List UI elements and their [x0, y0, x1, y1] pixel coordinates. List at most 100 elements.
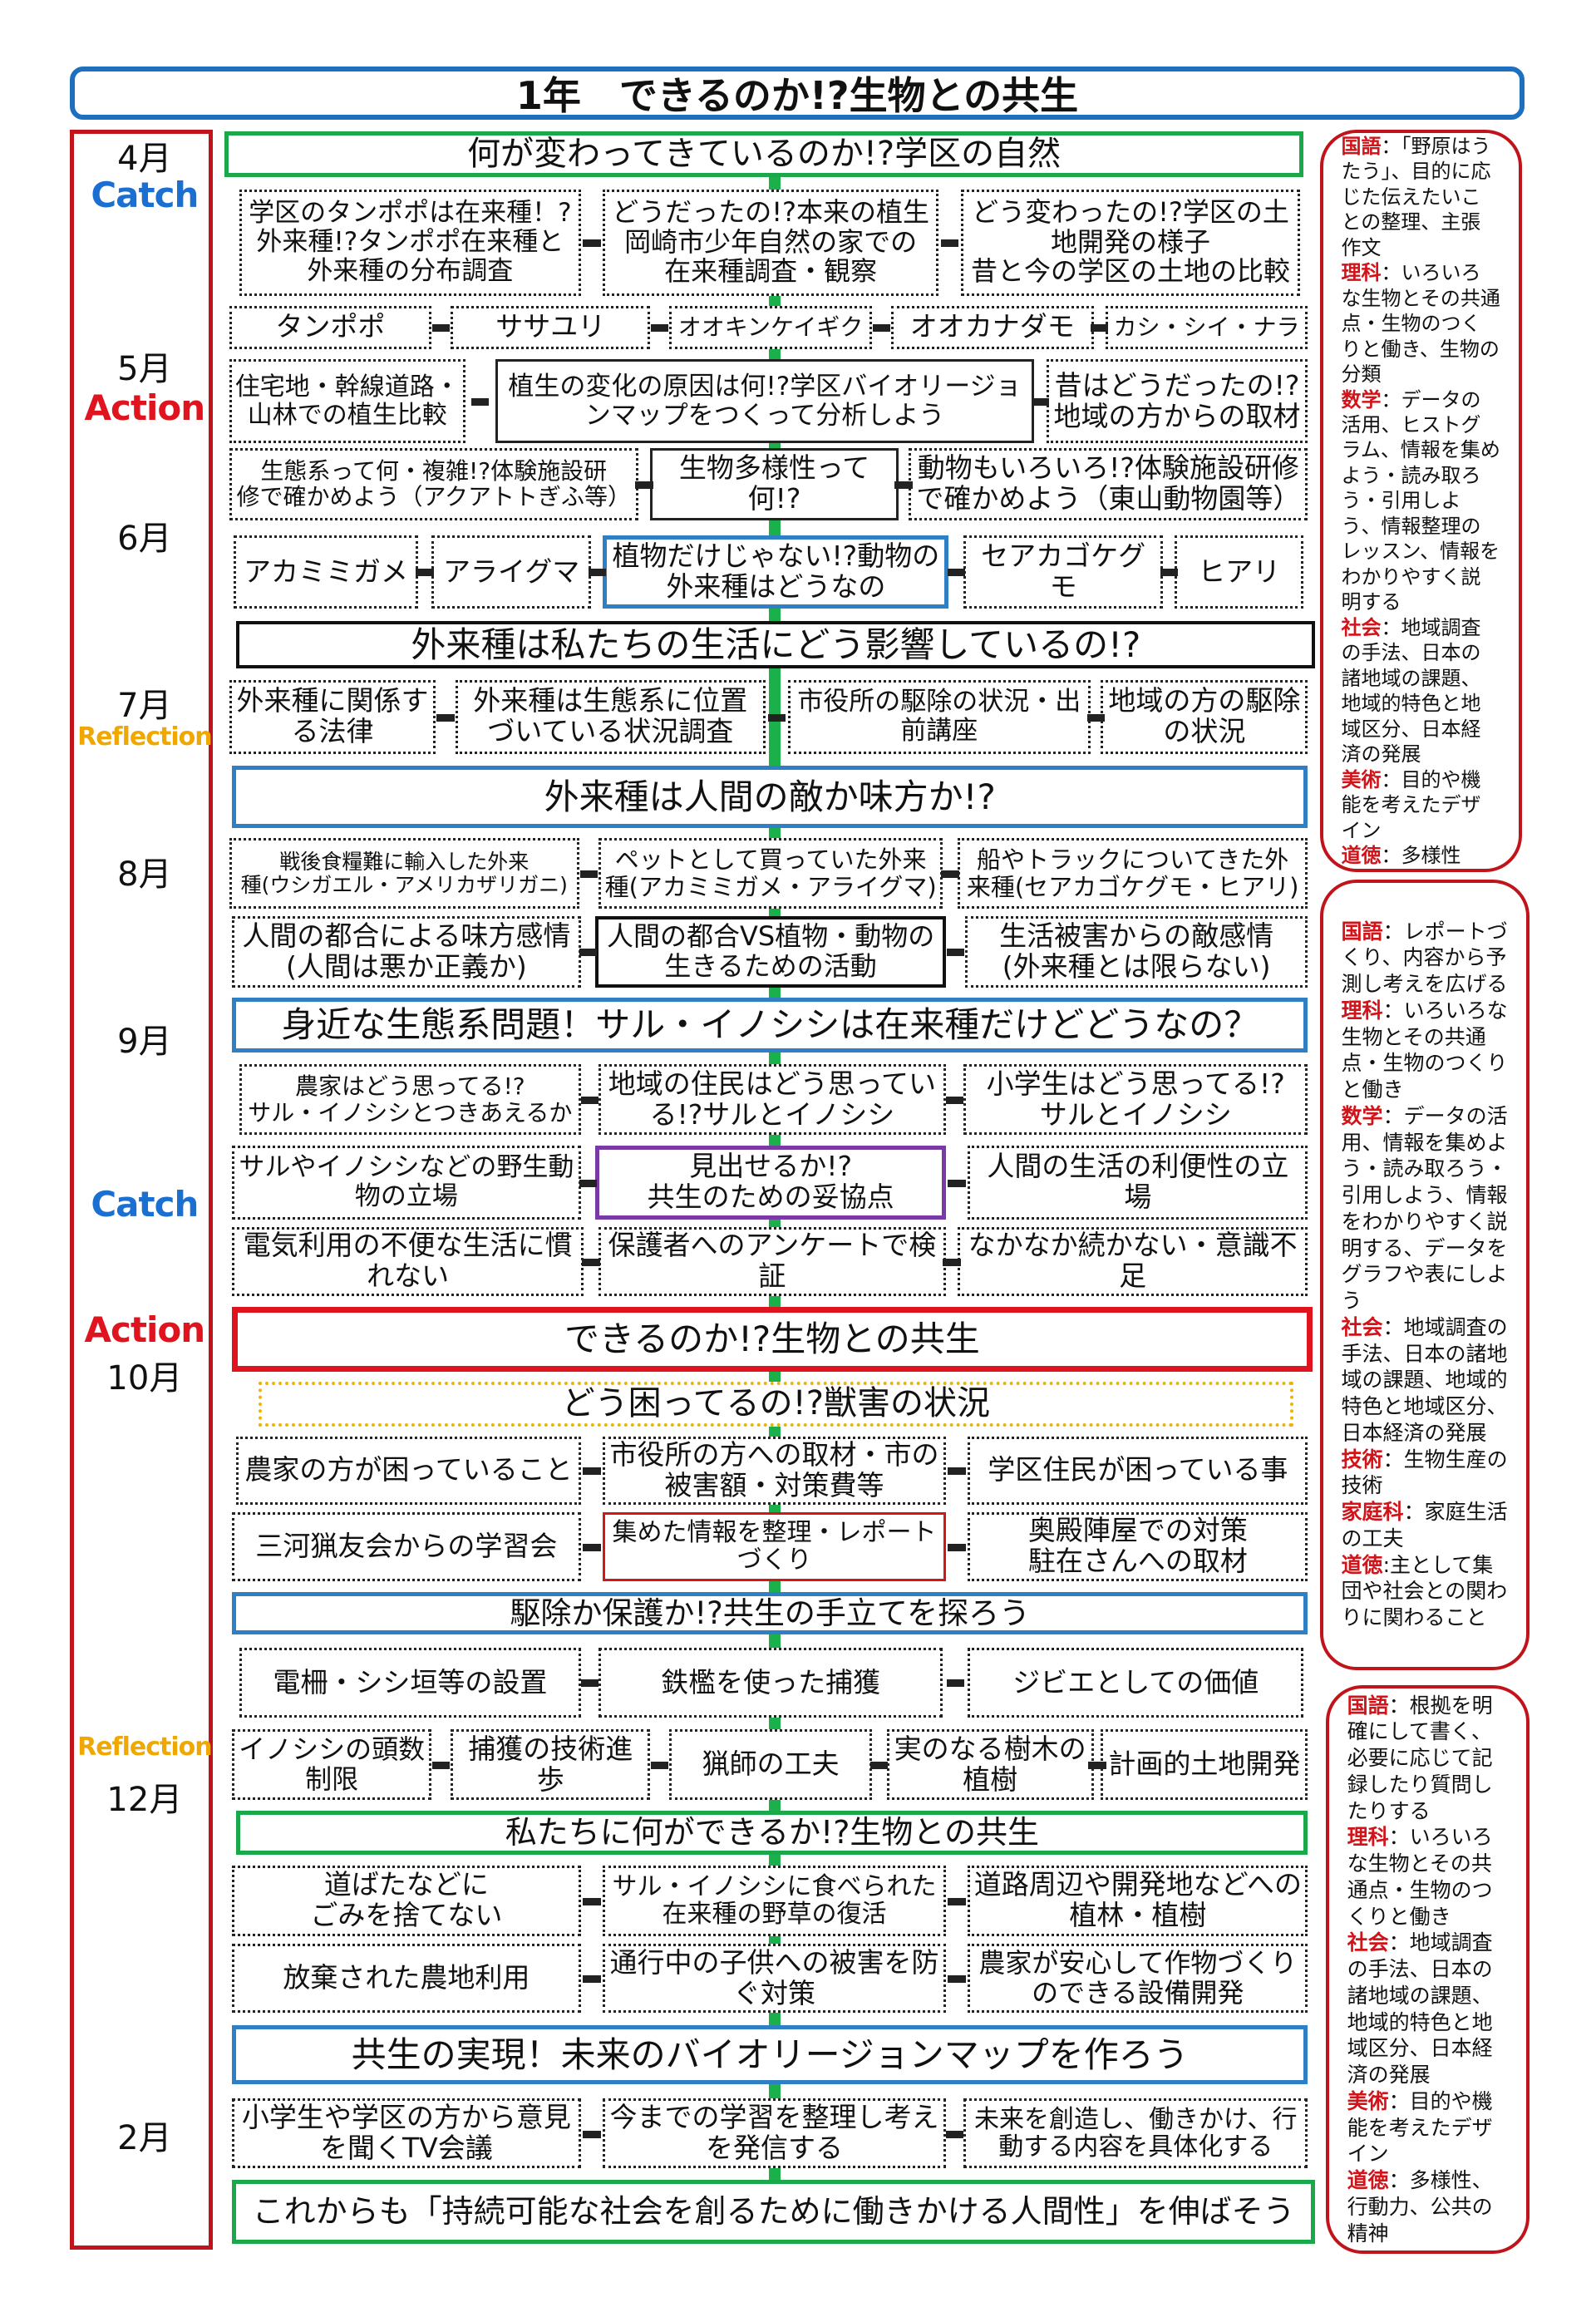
- subject-entry: 数学：データの活用、ヒストグラム、情報を集めよう・読み取ろう・引用しよう、情報整…: [1342, 387, 1501, 615]
- subject-entry: 道徳：多様性、行動力、公共の精神: [1347, 2167, 1508, 2246]
- activity-box: 道ばたなどに ごみを捨てない: [232, 1865, 581, 1936]
- section-heading: これからも「持続可能な社会を創るために働きかける人間性」を伸ばそう: [232, 2180, 1316, 2244]
- subject-description: ：「野原はうたう」、目的に応じた伝えたいことの整理、主張作文: [1341, 134, 1491, 259]
- section-heading: どう困ってるの!?獣害の状況: [259, 1382, 1293, 1427]
- subject-description: ：根拠を明確にして書く、必要に応じて記録したり質問したりする: [1347, 1693, 1493, 1823]
- subject-name: 技術: [1341, 1447, 1383, 1472]
- activity-box: 三河猟友会からの学習会: [232, 1511, 581, 1582]
- activity-box: 生物多様性って何!?: [650, 447, 899, 520]
- subject-description: ：地域調査の手法、日本の諸地域の課題、地域的特色と地域区分、日本経済の発展: [1347, 1930, 1493, 2087]
- section-heading: 共生の実現！未来のバイオリージョンマップを作ろう: [232, 2024, 1308, 2084]
- connector: [1086, 713, 1105, 722]
- subject-name: 国語: [1347, 1693, 1389, 1718]
- activity-box: ジビエとしての価値: [968, 1648, 1303, 1718]
- connector: [894, 481, 913, 489]
- section-heading: 私たちに何ができるか!?生物との共生: [236, 1810, 1308, 1856]
- activity-box: 地域の住民はどう思ってい る!?サルとイノシシ: [598, 1064, 946, 1136]
- activity-box: 農家はどう思ってる!? サル・イノシシとつきあえるか: [239, 1064, 581, 1136]
- activity-box: 保護者へのアンケートで検証: [598, 1226, 946, 1297]
- subject-description: ：多様性: [1381, 843, 1461, 867]
- activity-box: 実のなる樹木の 植樹: [886, 1729, 1094, 1801]
- activity-box: 船やトラックについてきた外 来種(セアカゴケグモ・ヒアリ): [958, 838, 1308, 910]
- activity-box: サルやイノシシなどの野生動 物の立場: [232, 1145, 581, 1220]
- activity-box: アカミミガメ: [233, 535, 419, 609]
- connector: [580, 1097, 598, 1104]
- subject-description: ：データの活用、情報を集めよう・読み取ろう・引用しよう、情報をわかりやすく説明す…: [1341, 1103, 1508, 1314]
- connector: [945, 2130, 964, 2138]
- month-label: 4月: [117, 140, 172, 179]
- connector: [579, 949, 598, 957]
- subject-entry: 社会：地域調査の手法、日本の諸地域の課題、地域的特色と地域区分、日本経済の発展: [1342, 1314, 1508, 1447]
- month-label: Action: [84, 1309, 206, 1351]
- activity-box: 小学生はどう思ってる!? サルとイノシシ: [963, 1064, 1308, 1136]
- activity-box: 植生の変化の原因は何!?学区バイオリージョ ンマップをつくって分析しよう: [495, 359, 1035, 444]
- subject-entry: 道徳：多様性: [1342, 843, 1501, 868]
- subject-panel: 国語：「野原はうたう」、目的に応じた伝えたいことの整理、主張作文理科：いろいろな…: [1319, 130, 1523, 872]
- connector: [582, 1258, 600, 1266]
- activity-box: 学区住民が困っている事: [968, 1437, 1308, 1505]
- activity-box: 電気利用の不便な生活に慣 れない: [232, 1226, 584, 1297]
- connector: [432, 324, 451, 333]
- activity-box: 外来種に関係す る法律: [229, 679, 436, 754]
- connector: [948, 1975, 966, 1983]
- subject-name: 理科: [1347, 1825, 1389, 1850]
- activity-box: ペットとして買っていた外来 種(アカミミガメ・アライグマ): [598, 838, 943, 910]
- activity-box: 市役所の駆除の状況・出 前講座: [787, 679, 1091, 754]
- month-label: Catch: [91, 1184, 199, 1225]
- connector: [651, 1762, 669, 1769]
- activity-box: セアカゴケグモ: [963, 535, 1164, 609]
- subject-name: 道徳: [1347, 2168, 1389, 2192]
- activity-box: 人間の都合VS植物・動物の 生きるための活動: [595, 916, 946, 988]
- activity-box: 生態系って何・複雑!?体験施設研 修で確かめよう（アクアトトぎふ等）: [229, 447, 638, 520]
- subject-entry: 数学：データの活用、情報を集めよう・読み取ろう・引用しよう、情報をわかりやすく説…: [1342, 1103, 1508, 1314]
- subject-description: ：いろいろな生物とその共通点・生物のつくりと働き、生物の分類: [1341, 261, 1500, 387]
- connector: [1160, 569, 1178, 577]
- month-label: Reflection: [77, 1732, 213, 1762]
- subject-entry: 家庭科：家庭生活の工夫: [1342, 1499, 1508, 1552]
- activity-box: どうだったの!?本来の植生 岡崎市少年自然の家での 在来種調査・観察: [603, 189, 938, 296]
- month-label: 8月: [117, 855, 172, 894]
- activity-box: 昔はどうだったの!? 地域の方からの取材: [1046, 359, 1308, 444]
- subject-name: 道徳: [1341, 1552, 1383, 1577]
- activity-box: 通行中の子供への被害を防 ぐ対策: [603, 1943, 946, 2014]
- subject-description: ：いろいろな生物とその共通点・生物のつくりと働き: [1347, 1825, 1493, 1929]
- connector: [583, 2130, 601, 2138]
- subject-description: ：地域調査の手法、日本の諸地域の課題、地域的特色と地域区分、日本経済の発展: [1341, 615, 1481, 767]
- connector: [580, 1679, 598, 1688]
- subject-entry: 美術：目的や機能を考えたデザイン: [1342, 767, 1501, 843]
- section-heading: 外来種は私たちの生活にどう影響しているの!?: [236, 620, 1316, 668]
- connector: [946, 1679, 964, 1688]
- subject-description: ：地域調査の手法、日本の諸地域の課題、地域的特色と地域区分、日本経済の発展: [1341, 1314, 1508, 1445]
- connector: [1091, 324, 1109, 333]
- subject-description: ：多様性、行動力、公共の精神: [1347, 2168, 1493, 2246]
- activity-box: ヒアリ: [1175, 535, 1303, 609]
- activity-box: 植物だけじゃない!?動物の 外来種はどうなの: [603, 535, 949, 609]
- activity-box: 住宅地・幹線道路・ 山林での植生比較: [229, 359, 466, 444]
- activity-box: イノシシの頭数 制限: [232, 1729, 432, 1801]
- activity-box: 人間の生活の利便性の立 場: [968, 1145, 1308, 1220]
- connector: [432, 1762, 451, 1769]
- connector: [943, 1258, 961, 1266]
- connector: [872, 324, 891, 333]
- subject-name: 国語: [1341, 134, 1382, 158]
- connector: [946, 949, 964, 957]
- subject-description: ：目的や機能を考えたデザイン: [1341, 767, 1481, 842]
- activity-box: なかなか続かない・意識不足: [958, 1226, 1308, 1297]
- subject-panel: 国語：レポートづくり、内容から予測し考えを広げる理科：いろいろな生物とその共通点…: [1319, 879, 1530, 1670]
- subject-entry: 国語：「野原はうたう」、目的に応じた伝えたいことの整理、主張作文: [1342, 134, 1501, 260]
- subject-entry: 理科：いろいろな生物とその共通点・生物のつくりと働き: [1347, 1824, 1508, 1930]
- activity-box: どう変わったの!?学区の土 地開発の様子 昔と今の学区の土地の比較: [960, 189, 1301, 296]
- subject-panel: 国語：根拠を明確にして書く、必要に応じて記録したり質問したりする理科：いろいろな…: [1325, 1684, 1530, 2255]
- activity-box: ササユリ: [451, 306, 651, 349]
- month-column: [70, 130, 213, 2250]
- activity-box: 生活被害からの敵感情 (外来種とは限らない): [964, 916, 1308, 988]
- section-heading: 駆除か保護か!?共生の手立てを探ろう: [232, 1591, 1308, 1635]
- activity-box: 奥殿陣屋での対策 駐在さんへの取材: [968, 1511, 1308, 1582]
- month-label: 6月: [117, 520, 172, 559]
- activity-box: タンポポ: [229, 306, 432, 349]
- section-heading: 外来種は人間の敵か味方か!?: [232, 765, 1308, 828]
- connector: [948, 1543, 966, 1551]
- connector: [588, 569, 606, 577]
- activity-box: 動物もいろいろ!?体験施設研修 で確かめよう（東山動物園等）: [909, 447, 1308, 520]
- subject-description: ：生物生産の技術: [1341, 1447, 1508, 1498]
